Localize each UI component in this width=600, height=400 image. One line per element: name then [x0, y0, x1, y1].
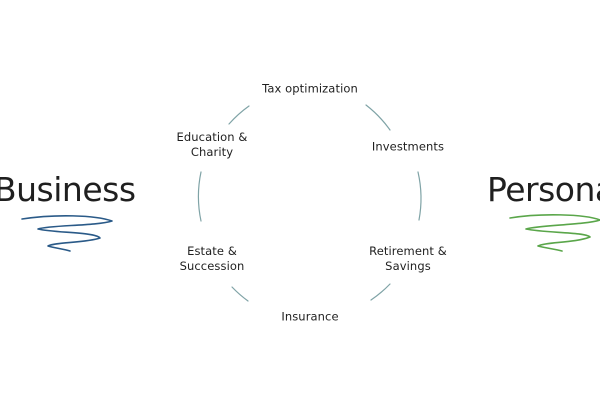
node-retirement-savings-label-line2: Savings [385, 259, 431, 273]
arc-estate-to-education [197, 171, 202, 222]
node-investments: Investments [372, 140, 444, 155]
business-title: Business [0, 170, 136, 209]
node-retirement-savings: Retirement & Savings [369, 244, 447, 274]
node-estate-succession-label-line1: Estate & [187, 244, 237, 258]
node-investments-label: Investments [371, 139, 445, 154]
arc-investments-to-retirement [417, 171, 422, 221]
arc-tax-to-investments [365, 104, 391, 131]
node-estate-succession-label-line2: Succession [179, 259, 245, 273]
node-insurance: Insurance [281, 310, 338, 325]
personal-swirl [509, 214, 600, 252]
arc-insurance-to-estate [231, 286, 249, 302]
node-education-charity: Education & Charity [177, 130, 248, 160]
node-education-charity-label-line1: Education & [176, 130, 248, 144]
node-insurance-label: Insurance [281, 309, 339, 324]
node-education-charity-label-line2: Charity [190, 145, 234, 159]
node-tax-optimization: Tax optimization [262, 82, 358, 97]
personal-title: Personal [487, 170, 600, 209]
node-tax-optimization-label: Tax optimization [262, 81, 358, 96]
node-retirement-savings-label-line1: Retirement & [369, 244, 447, 258]
node-estate-succession: Estate & Succession [180, 244, 245, 274]
arc-retirement-to-insurance [370, 283, 391, 301]
business-swirl [21, 215, 113, 252]
arc-education-to-tax [228, 105, 250, 125]
